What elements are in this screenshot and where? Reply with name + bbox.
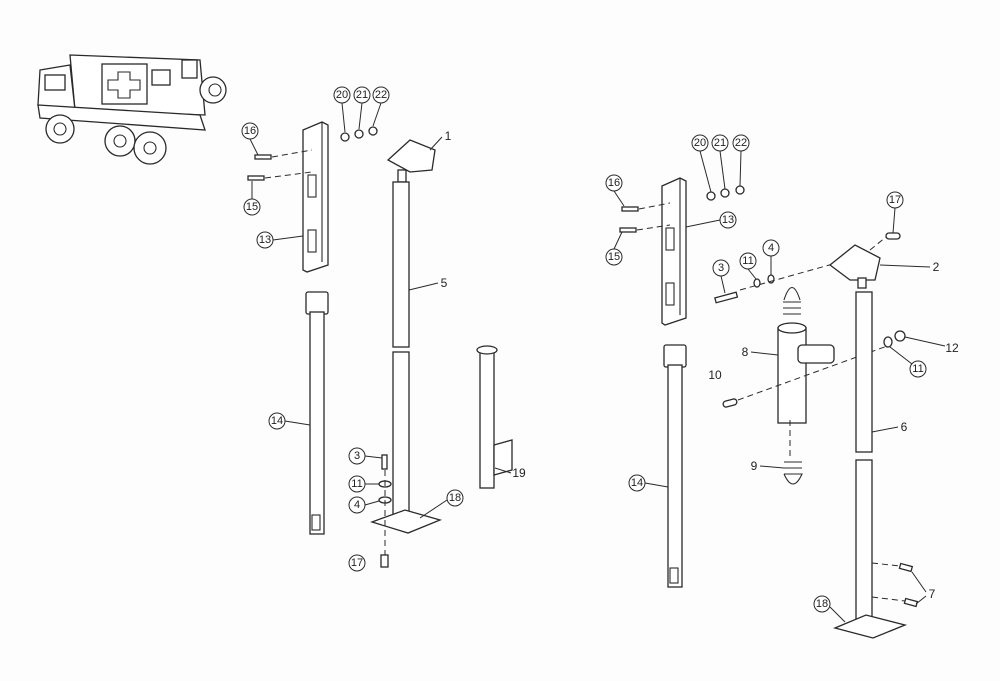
callout-1: 1	[445, 129, 452, 143]
callout-11: 11	[348, 475, 366, 493]
callout-14: 14	[628, 474, 646, 492]
callout-12: 12	[945, 341, 959, 355]
callout-9: 9	[751, 459, 758, 473]
callout-13: 13	[719, 211, 737, 229]
svg-text:13: 13	[259, 234, 271, 246]
callout-20: 20	[333, 86, 351, 104]
callout-22: 22	[732, 134, 750, 152]
callout-11: 11	[909, 360, 927, 378]
callout-16: 16	[605, 174, 623, 192]
svg-text:14: 14	[271, 415, 283, 427]
callout-3: 3	[712, 259, 730, 277]
svg-text:18: 18	[816, 598, 828, 610]
callout-4: 4	[762, 239, 780, 257]
callout-16: 16	[241, 122, 259, 140]
ambulance-truck-illustration	[37, 54, 227, 165]
callout-17: 17	[348, 554, 366, 572]
svg-text:3: 3	[354, 450, 360, 462]
callout-4: 4	[348, 496, 366, 514]
svg-text:4: 4	[768, 242, 774, 254]
svg-text:11: 11	[742, 255, 753, 267]
callout-14: 14	[268, 412, 286, 430]
svg-text:22: 22	[375, 89, 387, 101]
svg-text:13: 13	[722, 214, 734, 226]
right-assembly	[619, 177, 919, 639]
callout-6: 6	[901, 420, 908, 434]
svg-text:4: 4	[354, 499, 360, 511]
svg-text:16: 16	[244, 125, 256, 137]
callout-15: 15	[243, 198, 261, 216]
svg-text:11: 11	[351, 478, 362, 490]
svg-text:15: 15	[246, 201, 258, 213]
callout-15: 15	[605, 248, 623, 266]
svg-text:17: 17	[351, 557, 363, 569]
callout-10: 10	[708, 368, 722, 382]
left-assembly	[247, 121, 513, 568]
svg-text:15: 15	[608, 251, 620, 263]
callout-8: 8	[742, 345, 749, 359]
callout-2: 2	[933, 260, 940, 274]
callout-17: 17	[886, 191, 904, 209]
callout-22: 22	[372, 86, 390, 104]
svg-text:21: 21	[356, 89, 368, 101]
leader-lines	[249, 102, 946, 623]
callout-18: 18	[446, 489, 464, 507]
callout-11: 11	[739, 252, 757, 270]
callout-7: 7	[929, 587, 936, 601]
callout-18: 18	[813, 595, 831, 613]
svg-text:20: 20	[336, 89, 348, 101]
callout-3: 3	[348, 447, 366, 465]
callout-20: 20	[691, 134, 709, 152]
svg-text:20: 20	[694, 137, 706, 149]
svg-text:18: 18	[449, 492, 461, 504]
svg-text:22: 22	[735, 137, 747, 149]
callout-5: 5	[441, 276, 448, 290]
svg-text:17: 17	[889, 194, 901, 206]
callout-21: 21	[353, 86, 371, 104]
svg-text:16: 16	[608, 177, 620, 189]
svg-text:14: 14	[631, 477, 643, 489]
svg-text:3: 3	[718, 262, 724, 274]
callout-21: 21	[711, 134, 729, 152]
callout-13: 13	[256, 231, 274, 249]
svg-text:11: 11	[912, 363, 923, 375]
callouts-left: 20 21 22 16 15 13 1 5 14 3 11 4 18 17 19	[241, 86, 526, 572]
svg-text:21: 21	[714, 137, 726, 149]
callout-19: 19	[512, 466, 526, 480]
callouts-right: 20 21 22 16 15 13 17 2 3 11 4 8 12 11 10…	[605, 134, 959, 613]
